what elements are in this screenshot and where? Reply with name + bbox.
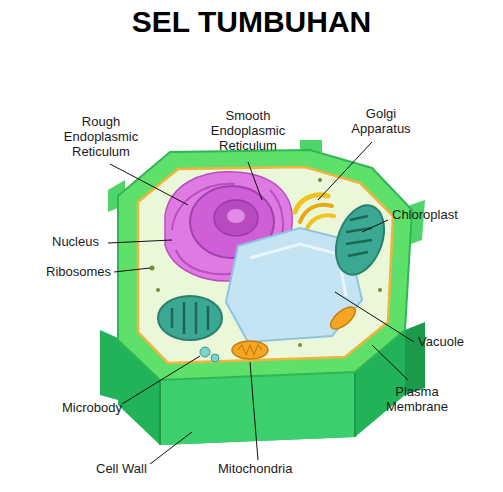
part-label: Smooth Endoplasmic Reticulum (196, 108, 300, 153)
part-label: Golgi Apparatus (345, 106, 417, 136)
part-label: Vacuole (418, 334, 464, 349)
part-label: Ribosomes (46, 264, 111, 279)
chloroplast (327, 199, 393, 282)
part-label: Plasma Membrane (376, 384, 458, 414)
cytoplasm (138, 167, 393, 363)
chloroplast (158, 296, 222, 340)
part-label: Rough Endoplasmic Reticulum (52, 114, 150, 159)
part-label: Nucleus (52, 234, 99, 249)
title: SEL TUMBUHAN (0, 4, 503, 40)
mitochondrion (232, 341, 268, 359)
part-label: Microbody (62, 400, 122, 415)
cell-wall-top (118, 150, 412, 380)
part-label: Chloroplast (392, 207, 458, 222)
part-label: Cell Wall (96, 461, 147, 476)
leader-lines (108, 142, 414, 464)
part-label: Mitochondria (218, 461, 292, 476)
